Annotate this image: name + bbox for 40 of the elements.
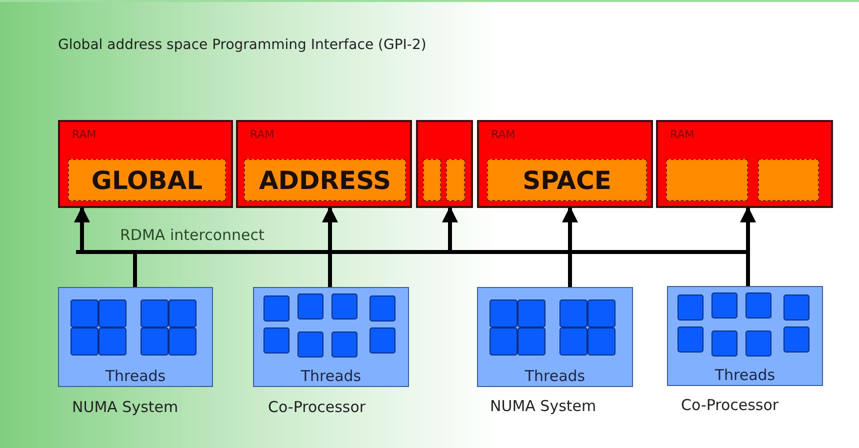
connector-line (328, 254, 332, 287)
ram-box (416, 120, 473, 208)
memory-segment (423, 159, 441, 201)
thread-group-box (253, 287, 409, 387)
thread-group-box (58, 287, 213, 387)
ram-box (58, 120, 233, 208)
system-caption: NUMA System (490, 397, 596, 415)
ram-label: RAM (670, 128, 694, 141)
ram-box (477, 120, 653, 208)
bus-label: RDMA interconnect (120, 226, 264, 244)
memory-segment: GLOBAL (68, 159, 226, 201)
arrow (562, 206, 578, 250)
arrow (442, 206, 458, 250)
ram-box (236, 120, 412, 208)
memory-segment (666, 159, 748, 201)
threads-label: Threads (300, 367, 362, 385)
connector-line (133, 254, 137, 287)
arrow (322, 206, 338, 250)
interconnect-bus (76, 250, 750, 254)
arrow (74, 206, 90, 250)
ram-label: RAM (72, 128, 96, 141)
threads-label: Threads (524, 367, 586, 385)
arrow (740, 206, 756, 250)
thread-group-box (477, 287, 633, 387)
memory-segment: SPACE (487, 159, 647, 201)
connector-line (746, 254, 750, 286)
threads-label: Threads (104, 367, 167, 385)
thread-group-box (667, 286, 823, 386)
ram-label: RAM (491, 128, 516, 141)
ram-label: RAM (250, 128, 274, 141)
memory-segment: ADDRESS (244, 159, 406, 201)
connector-line (568, 254, 572, 287)
system-caption: NUMA System (72, 398, 178, 416)
threads-label: Threads (714, 366, 776, 384)
ram-box (656, 120, 833, 208)
memory-segment (758, 159, 819, 201)
system-caption: Co-Processor (681, 396, 779, 414)
memory-segment (446, 159, 465, 201)
system-caption: Co-Processor (268, 398, 366, 416)
diagram-title: Global address space Programming Interface (GPI-2) (58, 37, 426, 53)
